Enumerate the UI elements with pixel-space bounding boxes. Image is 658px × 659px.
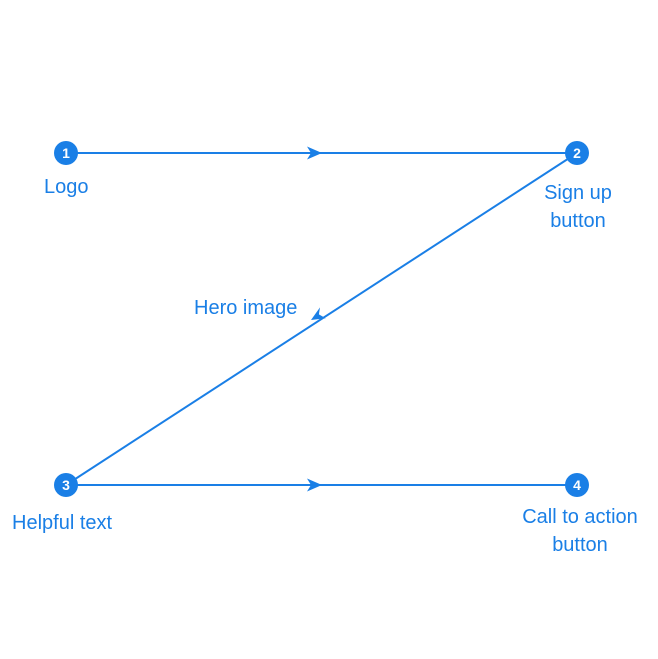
node-1-label-line-1: Logo bbox=[44, 176, 89, 198]
node-1-number: 1 bbox=[62, 145, 70, 161]
node-4: 4 bbox=[565, 473, 589, 497]
arrow-2-to-3-icon bbox=[311, 307, 326, 320]
arrow-3-to-4-icon bbox=[307, 478, 322, 492]
node-1: 1 bbox=[54, 141, 78, 165]
node-1-label: Logo bbox=[44, 173, 89, 201]
node-2-label-line-2: button bbox=[550, 210, 606, 232]
node-3-label: Helpful text bbox=[12, 509, 112, 537]
node-4-number: 4 bbox=[573, 477, 581, 493]
node-2: 2 bbox=[565, 141, 589, 165]
node-3: 3 bbox=[54, 473, 78, 497]
node-2-label-line-1: Sign up bbox=[544, 182, 612, 204]
node-4-label-line-1: Call to action bbox=[522, 506, 638, 528]
node-4-label-line-2: button bbox=[552, 534, 608, 556]
node-3-label-line-1: Helpful text bbox=[12, 512, 113, 534]
node-3-number: 3 bbox=[62, 477, 70, 493]
node-4-label: Call to action button bbox=[514, 503, 646, 559]
arrow-1-to-2-icon bbox=[307, 146, 322, 160]
edge-2-to-3 bbox=[65, 152, 578, 486]
hero-image-label: Hero image bbox=[194, 297, 298, 319]
node-2-number: 2 bbox=[573, 145, 581, 161]
node-2-label: Sign up button bbox=[538, 179, 618, 235]
edge-2-to-3-label: Hero image bbox=[194, 294, 297, 322]
